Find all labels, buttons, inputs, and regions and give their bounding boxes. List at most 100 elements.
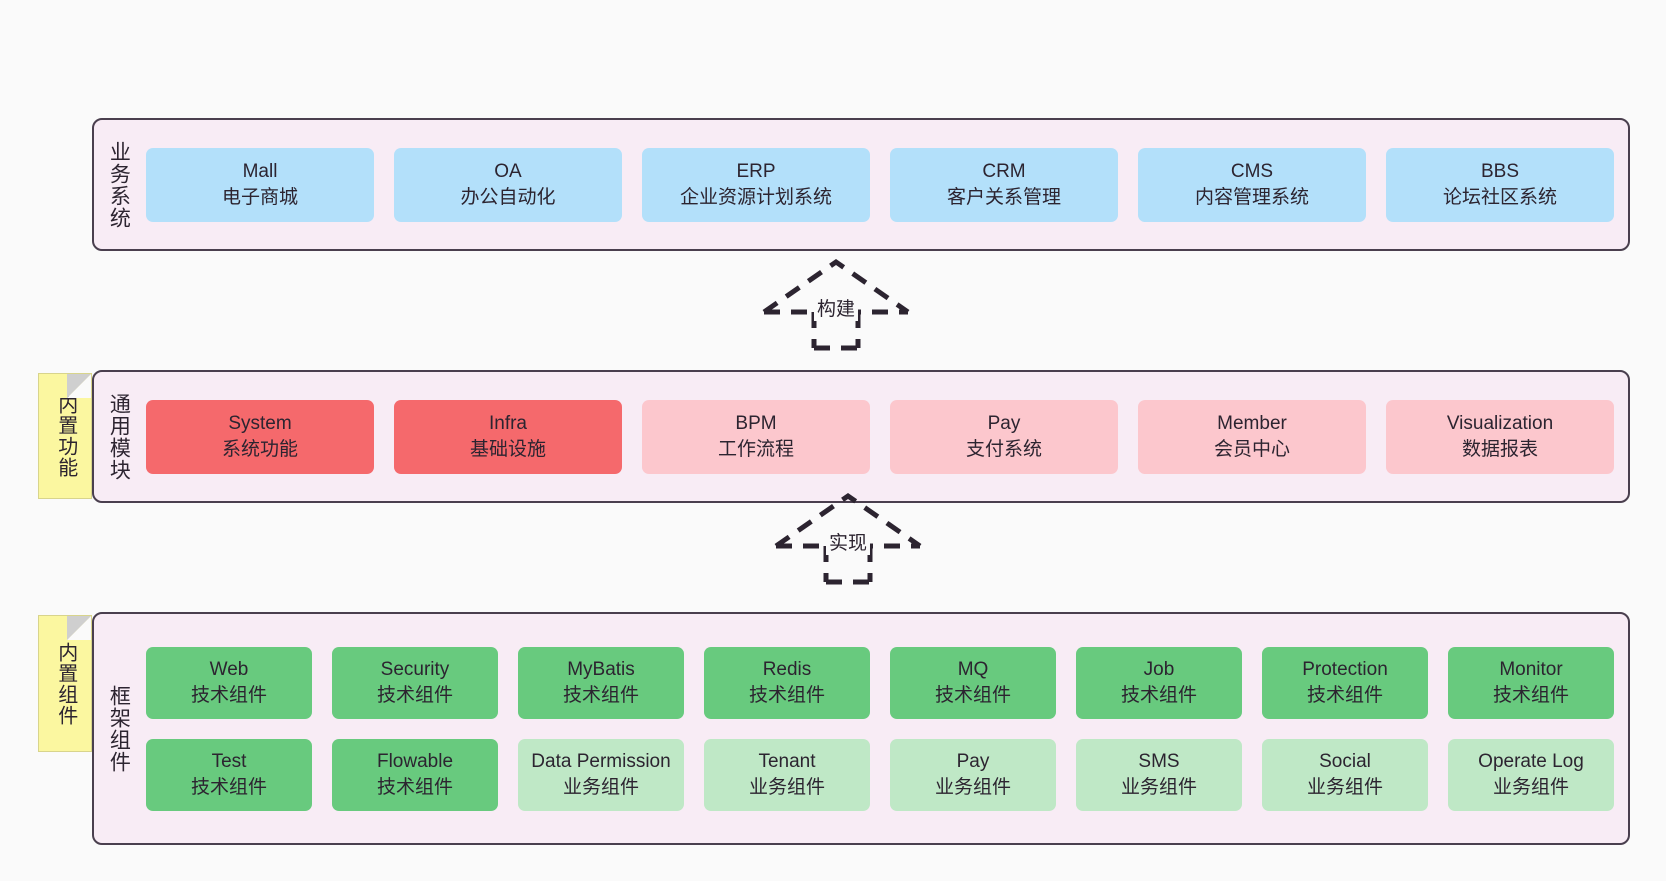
connector-build-arrow: 构建	[758, 258, 914, 351]
card-title: Flowable	[376, 751, 454, 773]
card-title: Redis	[762, 659, 812, 681]
card-title: ERP	[736, 161, 776, 183]
card-title: CRM	[982, 161, 1026, 183]
card-subtitle: 论坛社区系统	[1442, 186, 1557, 208]
card-mall[interactable]: Mall 电子商城	[146, 147, 374, 222]
card-subtitle: 数据报表	[1461, 438, 1538, 460]
card-title: Web	[209, 659, 249, 681]
card-subtitle: 技术组件	[376, 776, 453, 798]
card-title: OA	[494, 161, 522, 183]
card-bpm[interactable]: BPM 工作流程	[642, 399, 870, 474]
card-title: Monitor	[1499, 659, 1563, 681]
card-subtitle: 技术组件	[1492, 684, 1569, 706]
card-subtitle: 业务组件	[1306, 776, 1383, 798]
card-subtitle: 业务组件	[1492, 776, 1569, 798]
layer-title-business-system: 业务系统	[107, 140, 131, 229]
card-subtitle: 技术组件	[748, 684, 825, 706]
layer-body-common-modules: System 系统功能 Infra 基础设施 BPM 工作流程 Pay 支付系统…	[142, 372, 1628, 501]
card-tenant[interactable]: Tenant 业务组件	[704, 738, 870, 811]
card-pay-module[interactable]: Pay 支付系统	[890, 399, 1118, 474]
card-row: Test 技术组件 Flowable 技术组件 Data Permission …	[146, 738, 1614, 811]
card-row: System 系统功能 Infra 基础设施 BPM 工作流程 Pay 支付系统…	[146, 399, 1614, 474]
card-title: Operate Log	[1478, 751, 1584, 773]
card-sms[interactable]: SMS 业务组件	[1076, 738, 1242, 811]
card-subtitle: 技术组件	[376, 684, 453, 706]
card-subtitle: 工作流程	[717, 438, 794, 460]
card-subtitle: 技术组件	[562, 684, 639, 706]
card-bbs[interactable]: BBS 论坛社区系统	[1386, 147, 1614, 222]
card-member[interactable]: Member 会员中心	[1138, 399, 1366, 474]
card-title: Test	[211, 751, 247, 773]
layer-framework-components: 框架组件 Web 技术组件 Security 技术组件 MyBatis 技术组件…	[92, 612, 1630, 845]
card-title: Member	[1217, 413, 1287, 435]
card-subtitle: 企业资源计划系统	[679, 186, 832, 208]
card-title: BBS	[1480, 161, 1520, 183]
card-title: Infra	[488, 413, 528, 435]
card-subtitle: 技术组件	[1120, 684, 1197, 706]
layer-title-common-modules: 通用模块	[107, 392, 131, 481]
card-system[interactable]: System 系统功能	[146, 399, 374, 474]
connector-implement-arrow: 实现	[770, 492, 926, 585]
card-infra[interactable]: Infra 基础设施	[394, 399, 622, 474]
card-test[interactable]: Test 技术组件	[146, 738, 312, 811]
card-title: Data Permission	[531, 751, 671, 773]
card-redis[interactable]: Redis 技术组件	[704, 646, 870, 719]
card-subtitle: 基础设施	[469, 438, 546, 460]
layer-common-modules: 通用模块 System 系统功能 Infra 基础设施 BPM 工作流程 Pay…	[92, 370, 1630, 503]
layer-title-framework-components: 框架组件	[107, 684, 131, 773]
card-subtitle: 系统功能	[221, 438, 298, 460]
layer-business-system: 业务系统 Mall 电子商城 OA 办公自动化 ERP 企业资源计划系统 CRM…	[92, 118, 1630, 251]
card-cms[interactable]: CMS 内容管理系统	[1138, 147, 1366, 222]
connector-label-implement: 实现	[825, 528, 871, 555]
card-subtitle: 技术组件	[934, 684, 1011, 706]
card-row: Mall 电子商城 OA 办公自动化 ERP 企业资源计划系统 CRM 客户关系…	[146, 147, 1614, 222]
card-erp[interactable]: ERP 企业资源计划系统	[642, 147, 870, 222]
card-web[interactable]: Web 技术组件	[146, 646, 312, 719]
card-subtitle: 业务组件	[748, 776, 825, 798]
card-subtitle: 电子商城	[221, 186, 298, 208]
card-job[interactable]: Job 技术组件	[1076, 646, 1242, 719]
card-security[interactable]: Security 技术组件	[332, 646, 498, 719]
card-subtitle: 内容管理系统	[1194, 186, 1309, 208]
card-mybatis[interactable]: MyBatis 技术组件	[518, 646, 684, 719]
card-operate-log[interactable]: Operate Log 业务组件	[1448, 738, 1614, 811]
card-subtitle: 会员中心	[1213, 438, 1290, 460]
card-title: Security	[380, 659, 450, 681]
card-title: Mall	[242, 161, 278, 183]
card-title: Protection	[1302, 659, 1388, 681]
card-subtitle: 技术组件	[1306, 684, 1383, 706]
card-title: Social	[1319, 751, 1371, 773]
card-title: Pay	[987, 413, 1021, 435]
card-title: MyBatis	[567, 659, 635, 681]
card-flowable[interactable]: Flowable 技术组件	[332, 738, 498, 811]
card-subtitle: 支付系统	[965, 438, 1042, 460]
card-mq[interactable]: MQ 技术组件	[890, 646, 1056, 719]
card-subtitle: 技术组件	[190, 684, 267, 706]
card-title: Job	[1143, 659, 1175, 681]
card-title: Visualization	[1446, 413, 1554, 435]
note-builtin-component: 内置组件	[38, 615, 92, 752]
card-subtitle: 客户关系管理	[946, 186, 1061, 208]
card-oa[interactable]: OA 办公自动化	[394, 147, 622, 222]
card-subtitle: 技术组件	[190, 776, 267, 798]
card-crm[interactable]: CRM 客户关系管理	[890, 147, 1118, 222]
card-pay-component[interactable]: Pay 业务组件	[890, 738, 1056, 811]
note-label: 内置功能	[54, 394, 77, 478]
note-builtin-function: 内置功能	[38, 373, 92, 499]
card-data-permission[interactable]: Data Permission 业务组件	[518, 738, 684, 811]
card-visualization[interactable]: Visualization 数据报表	[1386, 399, 1614, 474]
card-subtitle: 业务组件	[562, 776, 639, 798]
card-subtitle: 业务组件	[934, 776, 1011, 798]
card-title: Pay	[956, 751, 990, 773]
note-label: 内置组件	[54, 641, 77, 726]
card-subtitle: 业务组件	[1120, 776, 1197, 798]
card-social[interactable]: Social 业务组件	[1262, 738, 1428, 811]
card-protection[interactable]: Protection 技术组件	[1262, 646, 1428, 719]
card-monitor[interactable]: Monitor 技术组件	[1448, 646, 1614, 719]
card-title: MQ	[957, 659, 989, 681]
layer-body-business-system: Mall 电子商城 OA 办公自动化 ERP 企业资源计划系统 CRM 客户关系…	[142, 120, 1628, 249]
connector-label-build: 构建	[813, 294, 859, 321]
card-title: System	[228, 413, 292, 435]
card-title: CMS	[1230, 161, 1274, 183]
card-title: BPM	[735, 413, 777, 435]
